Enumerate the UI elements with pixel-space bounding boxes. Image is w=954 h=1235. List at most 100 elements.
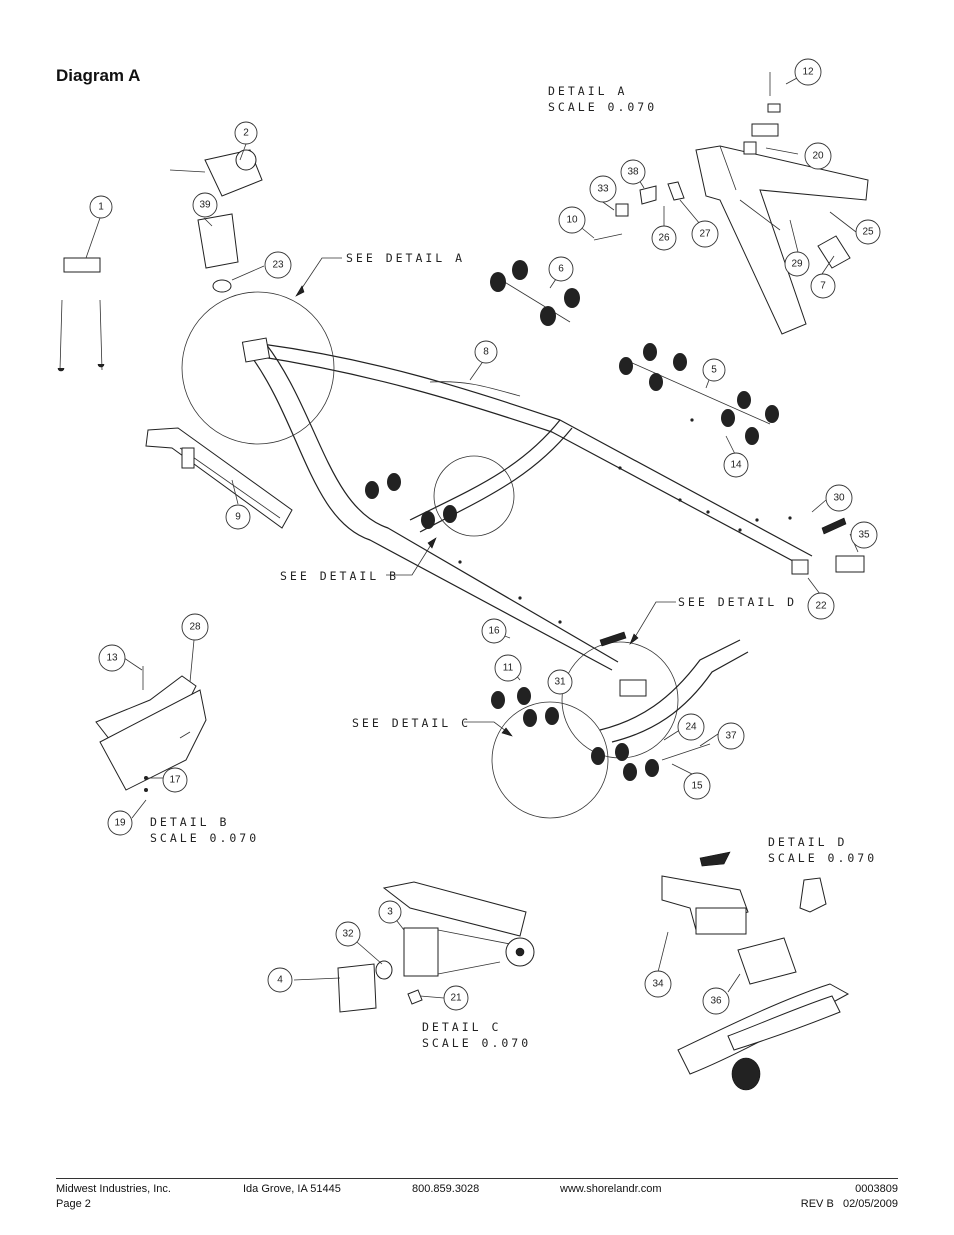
part-bubble-2: 2 [234,121,258,145]
svg-text:3: 3 [387,907,393,918]
part-bubble-31: 31 [547,669,573,695]
part-bubble-21: 21 [443,985,469,1011]
svg-text:12: 12 [802,67,814,78]
part-bubble-14: 14 [723,452,749,478]
svg-text:30: 30 [833,493,845,504]
part-bubble-23: 23 [264,251,292,279]
svg-text:DETAIL C: DETAIL C [422,1020,501,1034]
see-detail-c-callout: SEE DETAIL C [352,716,471,730]
svg-text:SCALE 0.070: SCALE 0.070 [422,1036,531,1050]
footer-company: Midwest Industries, Inc. [56,1183,171,1195]
detail-c-label: DETAIL C SCALE 0.070 [422,1020,531,1050]
part-bubble-35: 35 [850,521,878,549]
coupler-part [57,257,105,372]
part-bubble-15: 15 [683,772,711,800]
svg-text:17: 17 [169,775,181,786]
footer-phone: 800.859.3028 [412,1183,480,1195]
part-bubble-26: 26 [651,225,677,251]
roller-assemblies [365,260,779,781]
svg-text:16: 16 [488,626,500,637]
footer-page-number: Page 2 [56,1198,91,1210]
svg-text:13: 13 [106,653,118,664]
detail-a-label: DETAIL A SCALE 0.070 [548,84,657,114]
part-bubble-24: 24 [677,713,705,741]
part-bubble-3: 3 [378,900,402,924]
roller-assembly-frame-c [491,687,659,781]
callout-leaders [295,257,676,737]
svg-text:5: 5 [711,365,717,376]
svg-text:29: 29 [791,259,803,270]
svg-text:26: 26 [658,233,670,244]
svg-text:15: 15 [691,781,703,792]
footer-divider [56,1178,898,1179]
detail-a-drawing [593,72,869,335]
svg-text:33: 33 [597,184,609,195]
detail-d-drawing [661,851,850,1091]
part-bubble-38: 38 [620,159,646,185]
footer-doc-number: 0003809 [855,1183,898,1195]
part-bubbles: 1 2 3 4 5 6 7 8 9 10 11 12 13 14 15 16 1… [89,58,881,1015]
part-bubble-37: 37 [717,722,745,750]
svg-text:28: 28 [189,622,201,633]
part-bubble-22: 22 [807,592,835,620]
winch-part [169,149,263,293]
part-bubble-12: 12 [794,58,822,86]
svg-text:DETAIL D: DETAIL D [768,835,847,849]
svg-text:SCALE 0.070: SCALE 0.070 [548,100,657,114]
svg-text:14: 14 [730,460,742,471]
part-bubble-36: 36 [702,987,730,1015]
svg-text:37: 37 [725,731,737,742]
svg-text:DETAIL B: DETAIL B [150,815,229,829]
part-bubble-19: 19 [107,810,133,836]
svg-text:36: 36 [710,996,722,1007]
part-bubble-29: 29 [784,251,810,277]
part-bubble-20: 20 [804,142,832,170]
part-bubble-10: 10 [558,206,586,234]
svg-text:11: 11 [503,663,514,674]
roller-assembly-6 [490,260,580,326]
part-bubble-11: 11 [494,654,522,682]
page-title: Diagram A [56,66,141,85]
svg-text:19: 19 [114,818,126,829]
svg-text:SCALE 0.070: SCALE 0.070 [150,831,259,845]
roller-assembly-5 [619,343,779,445]
footer-website[interactable]: www.shorelandr.com [560,1183,662,1195]
footer-revision: REV B 02/05/2009 [800,1198,898,1210]
svg-text:23: 23 [272,260,284,271]
part-bubble-30: 30 [825,484,853,512]
see-detail-b-callout: SEE DETAIL B [280,569,399,583]
svg-text:7: 7 [820,281,826,292]
detail-b-drawing [95,666,207,792]
part-bubble-13: 13 [98,644,126,672]
svg-text:2: 2 [243,128,249,139]
part-bubble-5: 5 [702,358,726,382]
svg-text:35: 35 [858,530,870,541]
svg-text:27: 27 [699,229,711,240]
detail-d-circle [561,641,679,759]
see-detail-d-callout: SEE DETAIL D [678,595,797,609]
part-bubble-16: 16 [481,618,507,644]
part-bubble-32: 32 [335,921,361,947]
svg-text:9: 9 [235,512,241,523]
part-bubble-9: 9 [225,504,251,530]
trailer-frame [241,337,813,671]
detail-b-label: DETAIL B SCALE 0.070 [150,815,259,845]
svg-text:34: 34 [652,979,664,990]
svg-text:4: 4 [277,975,283,986]
svg-text:22: 22 [815,601,827,612]
svg-text:32: 32 [342,929,354,940]
footer-address: Ida Grove, IA 51445 [243,1183,341,1195]
part-bubble-6: 6 [548,256,574,282]
svg-text:SCALE 0.070: SCALE 0.070 [768,851,877,865]
svg-text:31: 31 [554,677,566,688]
svg-text:8: 8 [483,347,489,358]
part-bubble-28: 28 [181,613,209,641]
rear-crossmember-part [599,517,865,761]
svg-text:6: 6 [558,264,564,275]
part-bubble-4: 4 [267,967,293,993]
part-bubble-8: 8 [474,340,498,364]
svg-text:24: 24 [685,722,697,733]
svg-text:21: 21 [450,993,462,1004]
svg-text:10: 10 [566,215,578,226]
